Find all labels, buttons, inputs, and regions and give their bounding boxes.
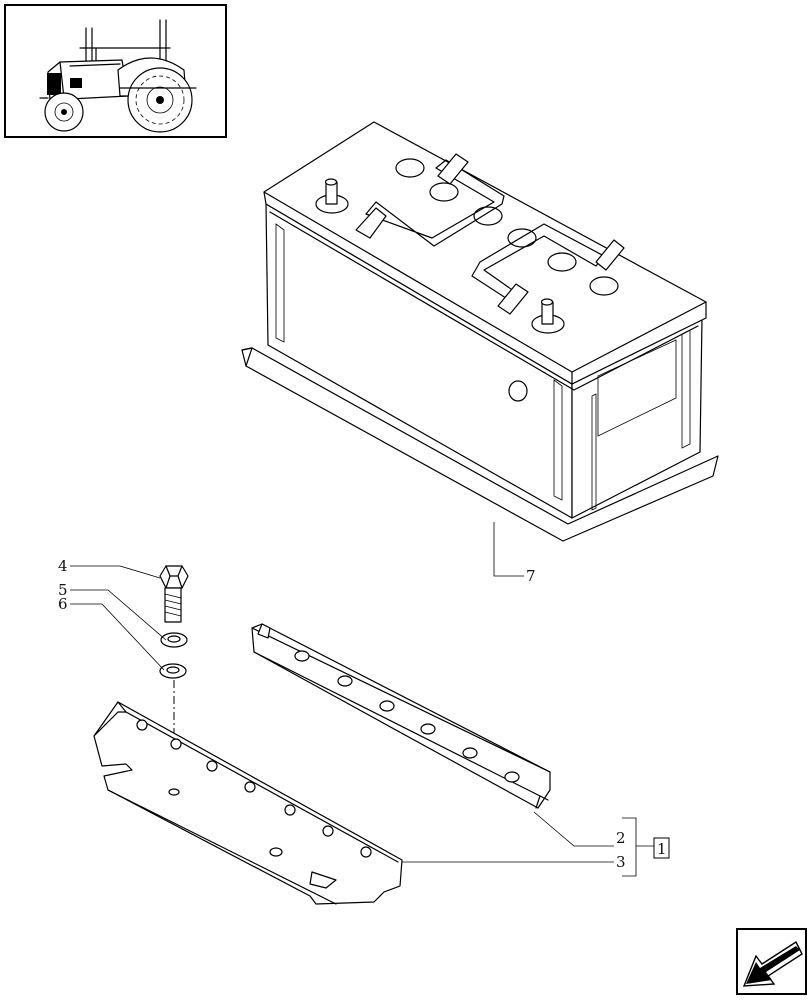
battery[interactable] <box>241 121 719 542</box>
handle <box>471 223 625 315</box>
tractor-thumbnail[interactable] <box>4 4 227 138</box>
leader-lines <box>70 522 654 877</box>
washer[interactable] <box>159 663 187 679</box>
callout-5: 5 <box>58 581 68 599</box>
callout-1: 1 <box>657 840 667 858</box>
lower-bracket[interactable] <box>93 701 403 905</box>
tractor-icon <box>39 19 197 133</box>
terminal-positive <box>531 298 565 334</box>
arrow-icon <box>742 940 803 987</box>
callout-4: 4 <box>58 557 68 575</box>
terminal-negative <box>315 178 349 214</box>
callout-7: 7 <box>526 567 536 585</box>
upper-bracket[interactable] <box>251 623 551 809</box>
bolt[interactable] <box>159 565 189 623</box>
handle <box>355 153 505 247</box>
callout-6: 6 <box>58 595 68 613</box>
washer[interactable] <box>160 632 188 648</box>
kit-box: 1 <box>653 837 670 859</box>
callout-2: 2 <box>616 829 626 847</box>
next-page-button[interactable] <box>736 928 807 995</box>
callout-3: 3 <box>616 853 626 871</box>
